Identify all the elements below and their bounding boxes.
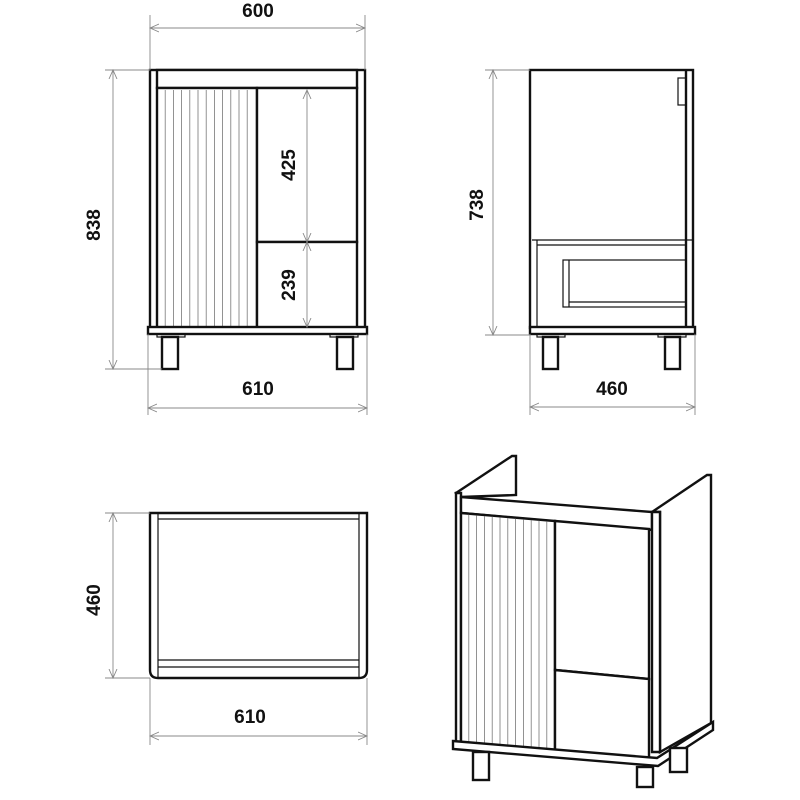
leg (635, 765, 655, 789)
leg (668, 746, 689, 774)
dim-side-depth: 460 (596, 379, 628, 400)
dim-drawer-lower: 239 (279, 269, 300, 301)
dim-side-height: 738 (467, 189, 488, 221)
front-view: 600 838 425 239 610 (84, 1, 369, 415)
leg (663, 335, 682, 371)
side-view: 738 460 (467, 68, 697, 415)
dim-front-width-bottom: 610 (242, 379, 274, 400)
dim-front-height: 838 (84, 209, 105, 241)
dim-top-depth: 460 (84, 584, 105, 616)
leg (471, 750, 491, 782)
leg (160, 335, 180, 371)
top-view: 460 610 (84, 511, 369, 745)
leg (335, 335, 355, 371)
isometric-view (451, 454, 715, 789)
dim-drawer-upper: 425 (279, 149, 300, 181)
dim-top-width: 610 (234, 707, 266, 728)
dim-front-width-top: 600 (242, 1, 274, 22)
leg (541, 335, 560, 371)
